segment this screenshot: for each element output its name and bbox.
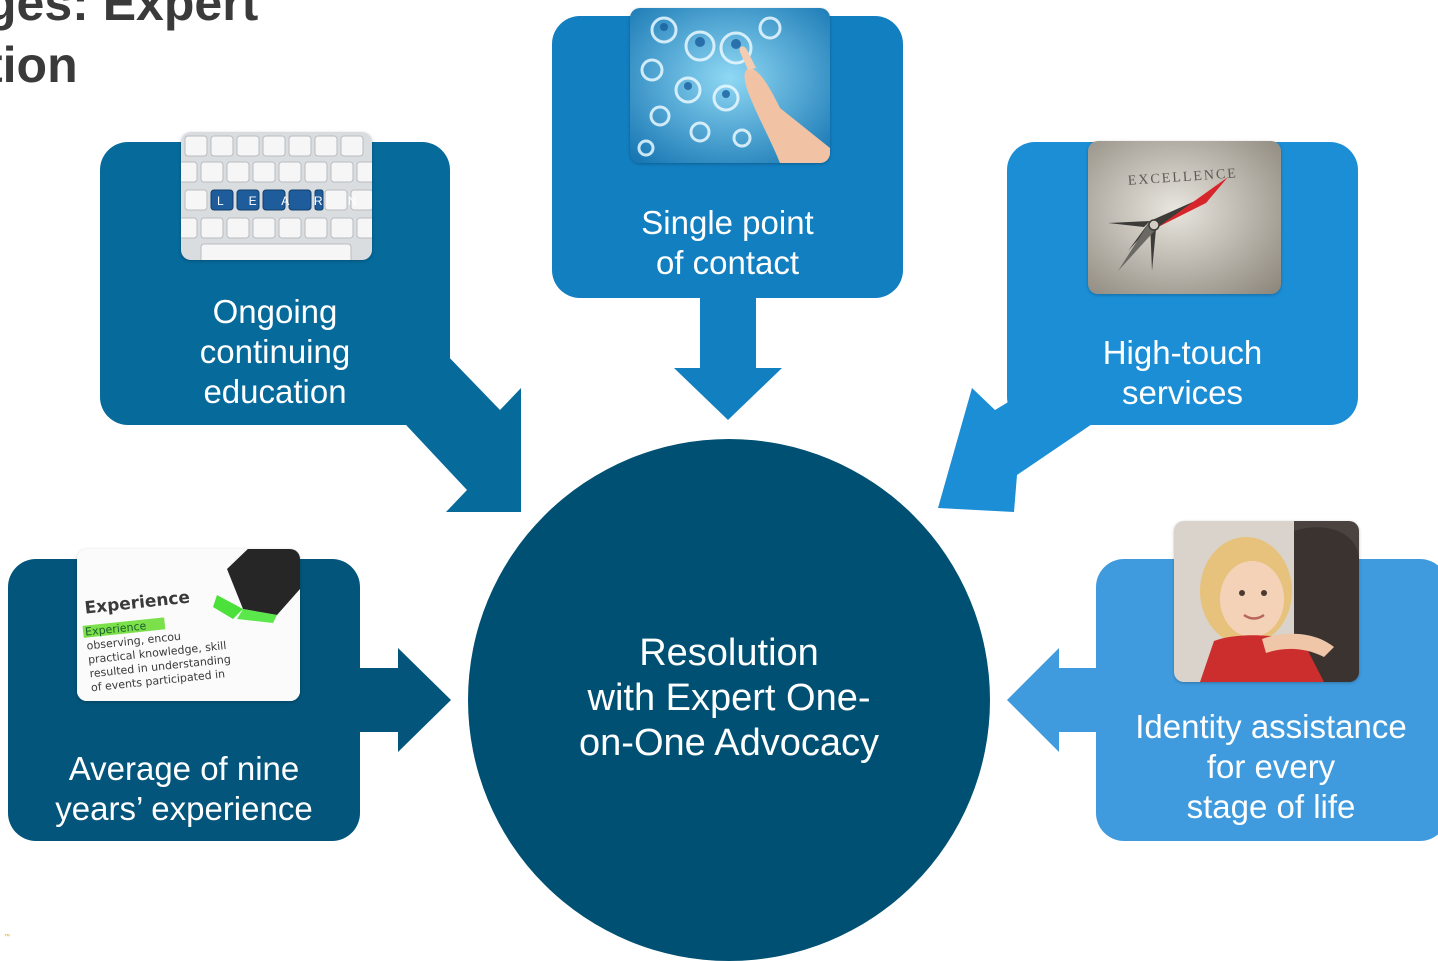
center-resolution-label: Resolution with Expert One- on-One Advoc… — [579, 632, 879, 764]
node-high-touch-label: High-touch services — [1102, 334, 1263, 411]
node-experience-label: Average of nine years’ experience — [55, 750, 313, 827]
arrow-contact — [674, 285, 782, 420]
arrow-identity — [1007, 648, 1108, 752]
experience-line-1: Experience — [85, 619, 148, 638]
network-touch-image — [630, 8, 830, 163]
slide-title: ges: Expert tion — [0, 0, 259, 93]
node-identity-label: Identity assistance for every stage of l… — [1135, 708, 1407, 825]
trademark-mark: ™ — [4, 934, 10, 940]
node-education-label: Ongoing continuing education — [199, 293, 351, 410]
node-education: Ongoing continuing education — [100, 142, 450, 425]
keyboard-learn-image: L E A R N — [181, 132, 372, 260]
center-resolution: Resolution with Expert One- on-One Advoc… — [468, 439, 990, 961]
experience-highlight-image: Experience Experience observing, encou p… — [77, 549, 300, 701]
arrow-experience — [350, 648, 451, 752]
keyboard-learn-text: L E A R N — [217, 194, 368, 208]
node-contact-label: Single point of contact — [641, 204, 814, 281]
excellence-compass-image: EXCELLENCE — [1088, 141, 1281, 294]
node-identity: Identity assistance for every stage of l… — [1096, 559, 1438, 841]
child-hug-image — [1174, 521, 1359, 682]
